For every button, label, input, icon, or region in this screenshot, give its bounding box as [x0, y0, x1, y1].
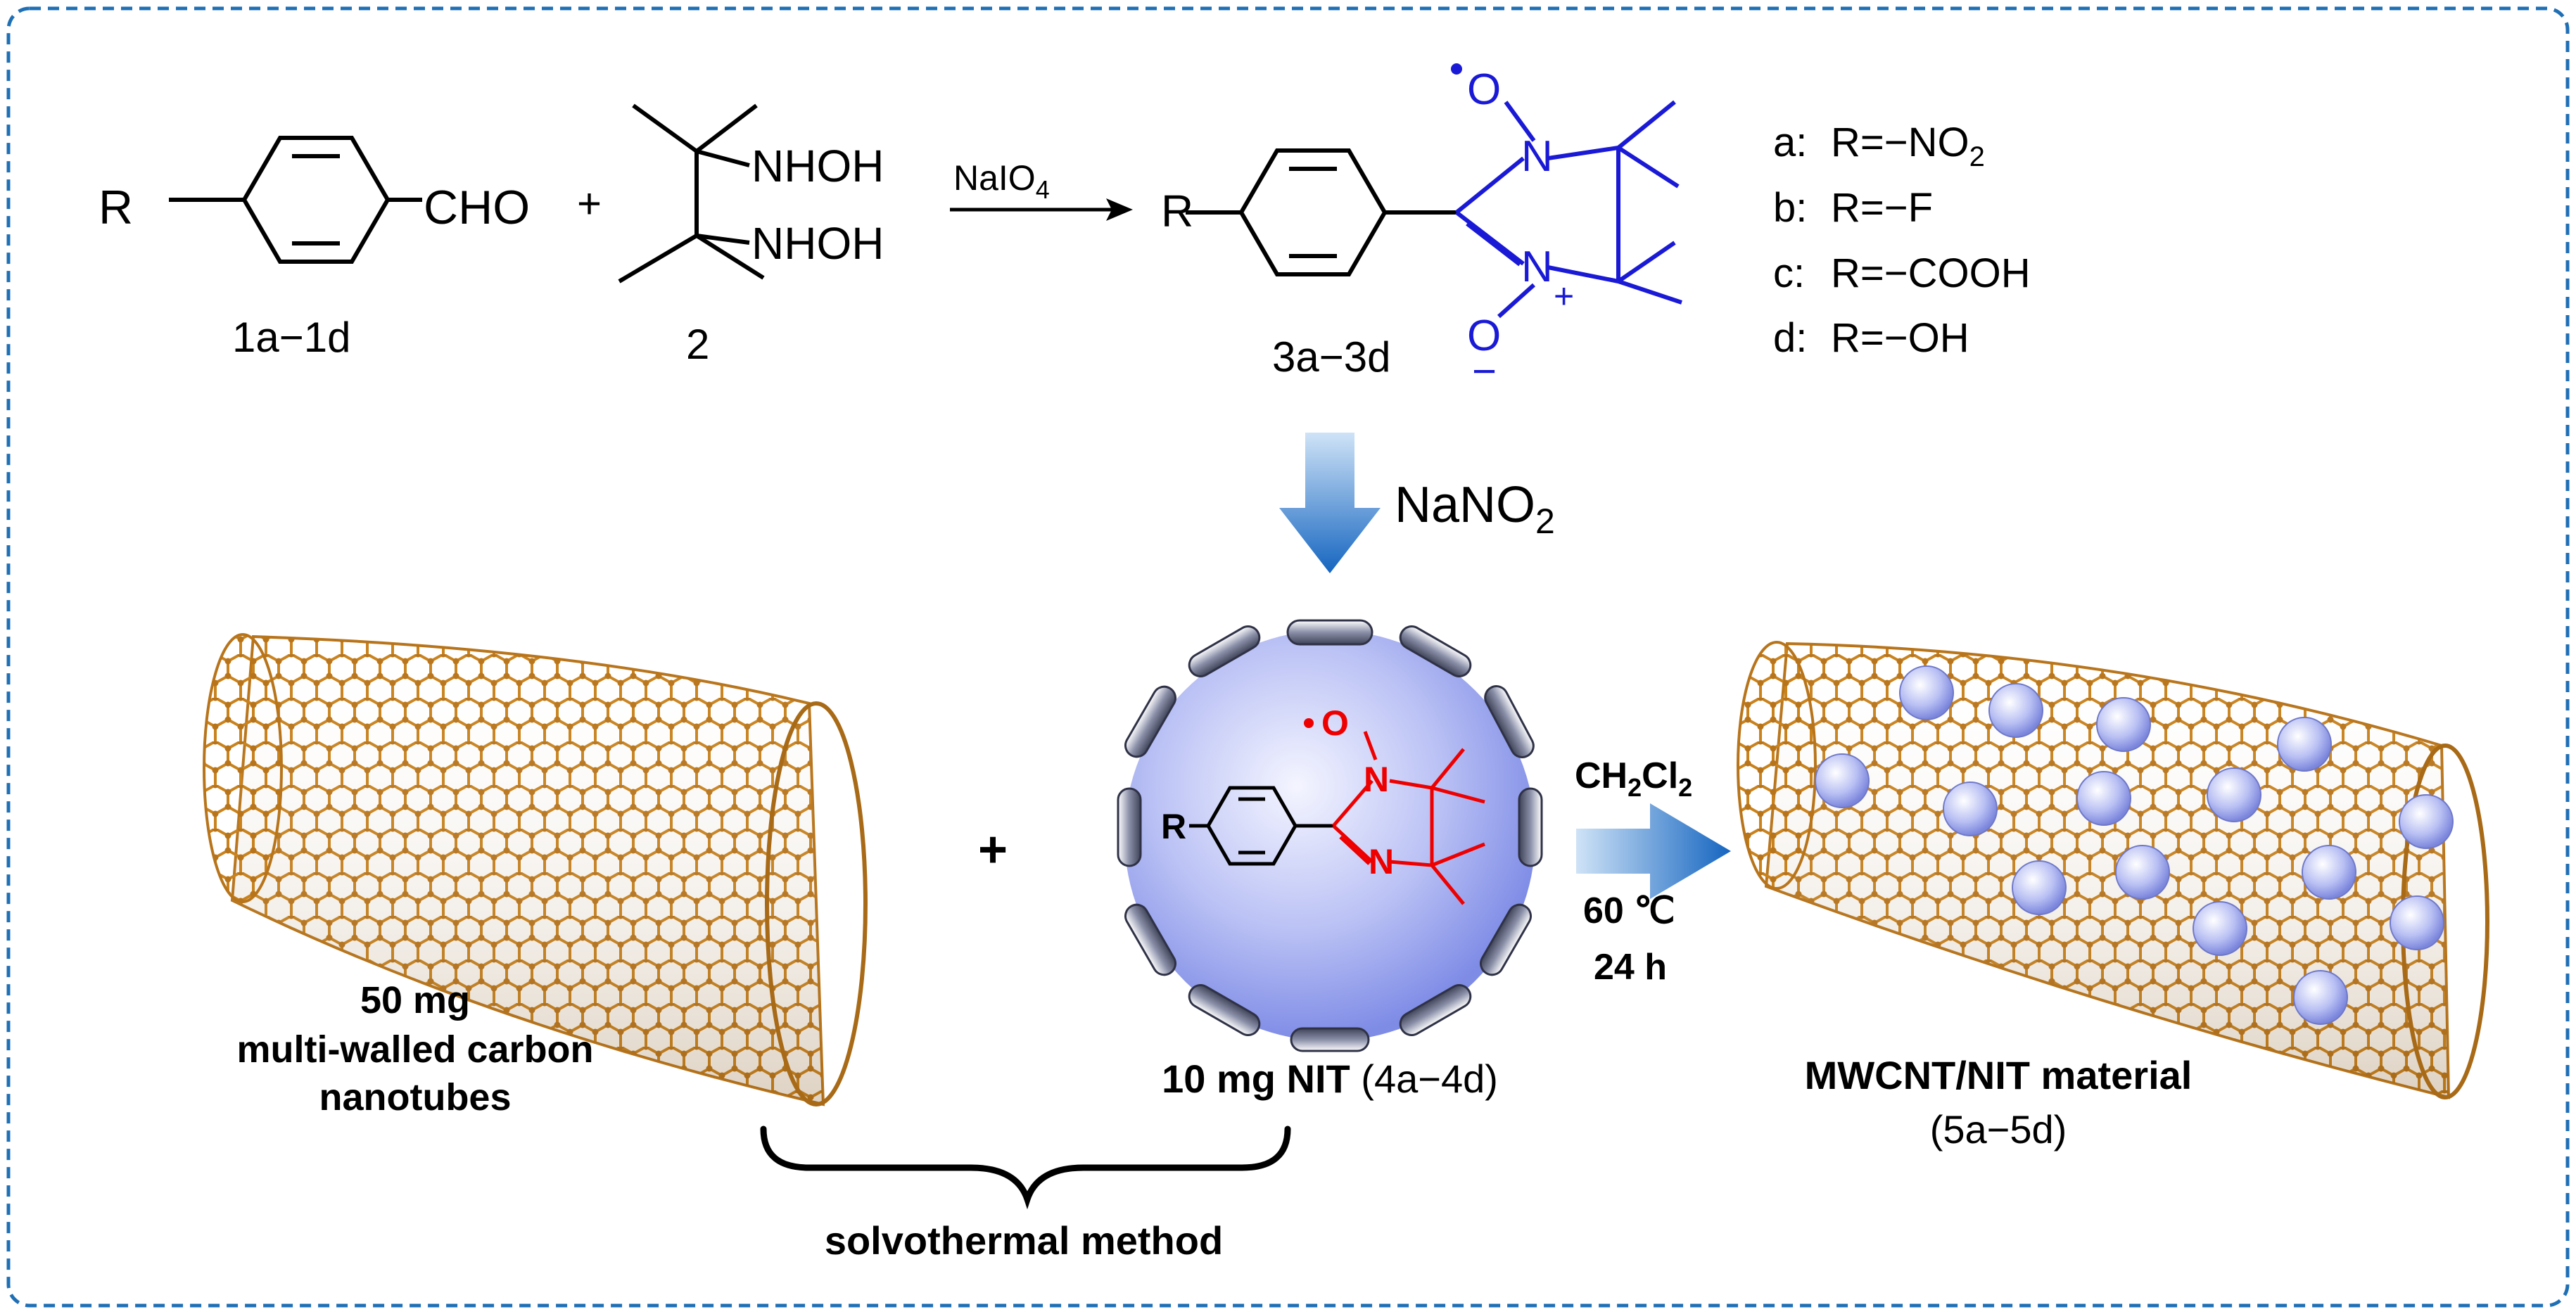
product-o-top: O	[1467, 65, 1501, 114]
product-label: 3a−3d	[1272, 333, 1391, 381]
product-n2: N	[1521, 243, 1553, 291]
condition-solvent: CH2Cl2	[1575, 755, 1692, 802]
reactant2-group2: NHOH	[751, 218, 884, 269]
condition-temperature: 60 ℃	[1583, 891, 1675, 931]
dashed-frame	[6, 6, 2570, 1308]
product-o-bottom: O	[1467, 312, 1501, 360]
nit-atom-n2: N	[1369, 842, 1394, 881]
product-substituent: R	[1161, 186, 1193, 236]
reactant2-group1: NHOH	[751, 141, 884, 191]
reactant1-label: 1a−1d	[232, 314, 351, 361]
substituent-value-d: R=−OH	[1831, 315, 1969, 361]
nit-substituent: R	[1161, 807, 1186, 846]
substituent-value-a: R=−NO2	[1831, 120, 1985, 172]
product-material-title: MWCNT/NIT material	[1805, 1053, 2193, 1097]
product-material-label: (5a−5d)	[1930, 1107, 2067, 1152]
substituent-key-a: a:	[1773, 120, 1807, 165]
product-plus: +	[1554, 276, 1574, 316]
nitrite-reagent: NaNO2	[1395, 477, 1555, 541]
substituent-value-c: R=−COOH	[1831, 250, 2031, 296]
nit-atom-n1: N	[1364, 760, 1389, 799]
reactant-bishydroxylamine	[618, 103, 765, 283]
cnt-caption-line2: multi-walled carbon	[236, 1028, 593, 1071]
nanotube-right	[1737, 641, 2489, 1099]
nanotube-left	[203, 633, 868, 1106]
product-minus: −	[1472, 347, 1497, 395]
substituent-list: a: R=−NO2 b: R=−F c: R=−COOH d: R=−OH	[1773, 120, 2031, 361]
nit-sphere	[1117, 619, 1543, 1052]
brace	[760, 1125, 1291, 1210]
cnt-caption-line3: nanotubes	[319, 1076, 511, 1118]
down-arrow	[1279, 433, 1381, 573]
substituent-value-b: R=−F	[1831, 185, 1933, 231]
reagent-naio4: NaIO4	[953, 158, 1050, 204]
reactant2-label: 2	[686, 321, 709, 368]
method-label: solvothermal method	[825, 1218, 1223, 1263]
condition-time: 24 h	[1594, 947, 1667, 988]
cnt-caption-line1: 50 mg	[360, 979, 470, 1021]
substituent-key-c: c:	[1773, 250, 1805, 296]
reactant-benzaldehyde	[169, 136, 422, 264]
reaction-arrow-top	[950, 198, 1133, 221]
reactant1-substituent: R	[99, 181, 133, 234]
product-n1: N	[1521, 132, 1553, 181]
product-nitronyl-nitroxide	[1186, 100, 1682, 319]
nit-atom-o: O	[1321, 703, 1349, 743]
substituent-key-d: d:	[1773, 315, 1807, 361]
nit-caption: 10 mg NIT (4a−4d)	[1162, 1057, 1498, 1101]
reactant1-group: CHO	[424, 181, 530, 234]
plus-top: +	[577, 180, 602, 227]
radical-dot-top	[1451, 63, 1462, 75]
plus-bottom: +	[978, 822, 1008, 878]
substituent-key-b: b:	[1773, 185, 1807, 231]
right-arrow	[1576, 803, 1731, 899]
